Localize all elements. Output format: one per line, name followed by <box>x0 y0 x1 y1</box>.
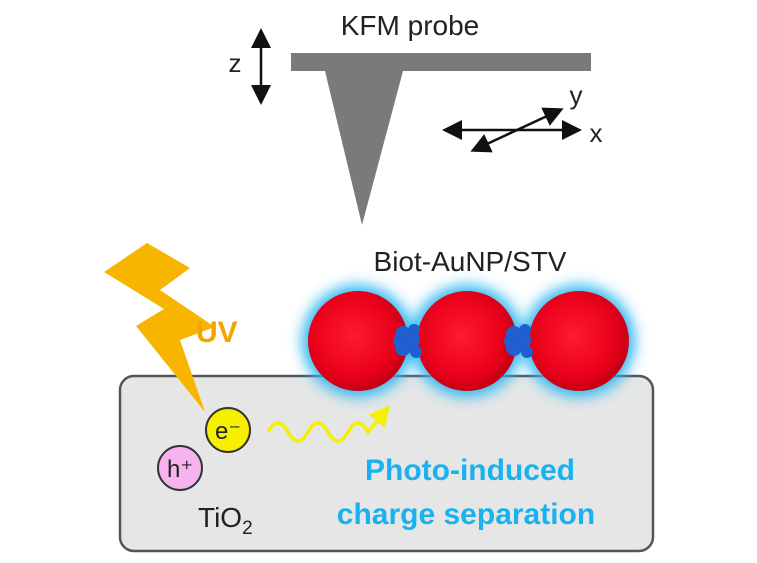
nanoparticle <box>308 291 408 391</box>
y-arrow <box>470 107 564 153</box>
process-line-1: Photo-induced <box>365 454 575 487</box>
z-axis-label: z <box>229 48 242 78</box>
nanoparticle <box>529 291 629 391</box>
electron-label: e⁻ <box>215 418 241 445</box>
streptavidin-linker <box>393 324 422 358</box>
streptavidin-linker <box>504 324 533 358</box>
process-line-2: charge separation <box>337 498 595 531</box>
uv-lightning-bolt <box>104 243 215 412</box>
probe-cantilever <box>291 53 591 71</box>
substrate-label: TiO2 <box>198 502 253 539</box>
hole-carrier <box>157 445 203 491</box>
x-axis-label: x <box>590 118 603 148</box>
y-axis-label: y <box>570 80 583 110</box>
nanoparticle-label: Biot-AuNP/STV <box>374 246 567 277</box>
probe-tip <box>325 71 403 225</box>
hole-label: h⁺ <box>167 456 193 483</box>
electron-carrier <box>205 407 251 453</box>
wavy-energy-arrow <box>266 405 390 443</box>
nanoparticle <box>417 291 517 391</box>
probe-label: KFM probe <box>341 10 480 41</box>
uv-label: UV <box>196 316 238 349</box>
